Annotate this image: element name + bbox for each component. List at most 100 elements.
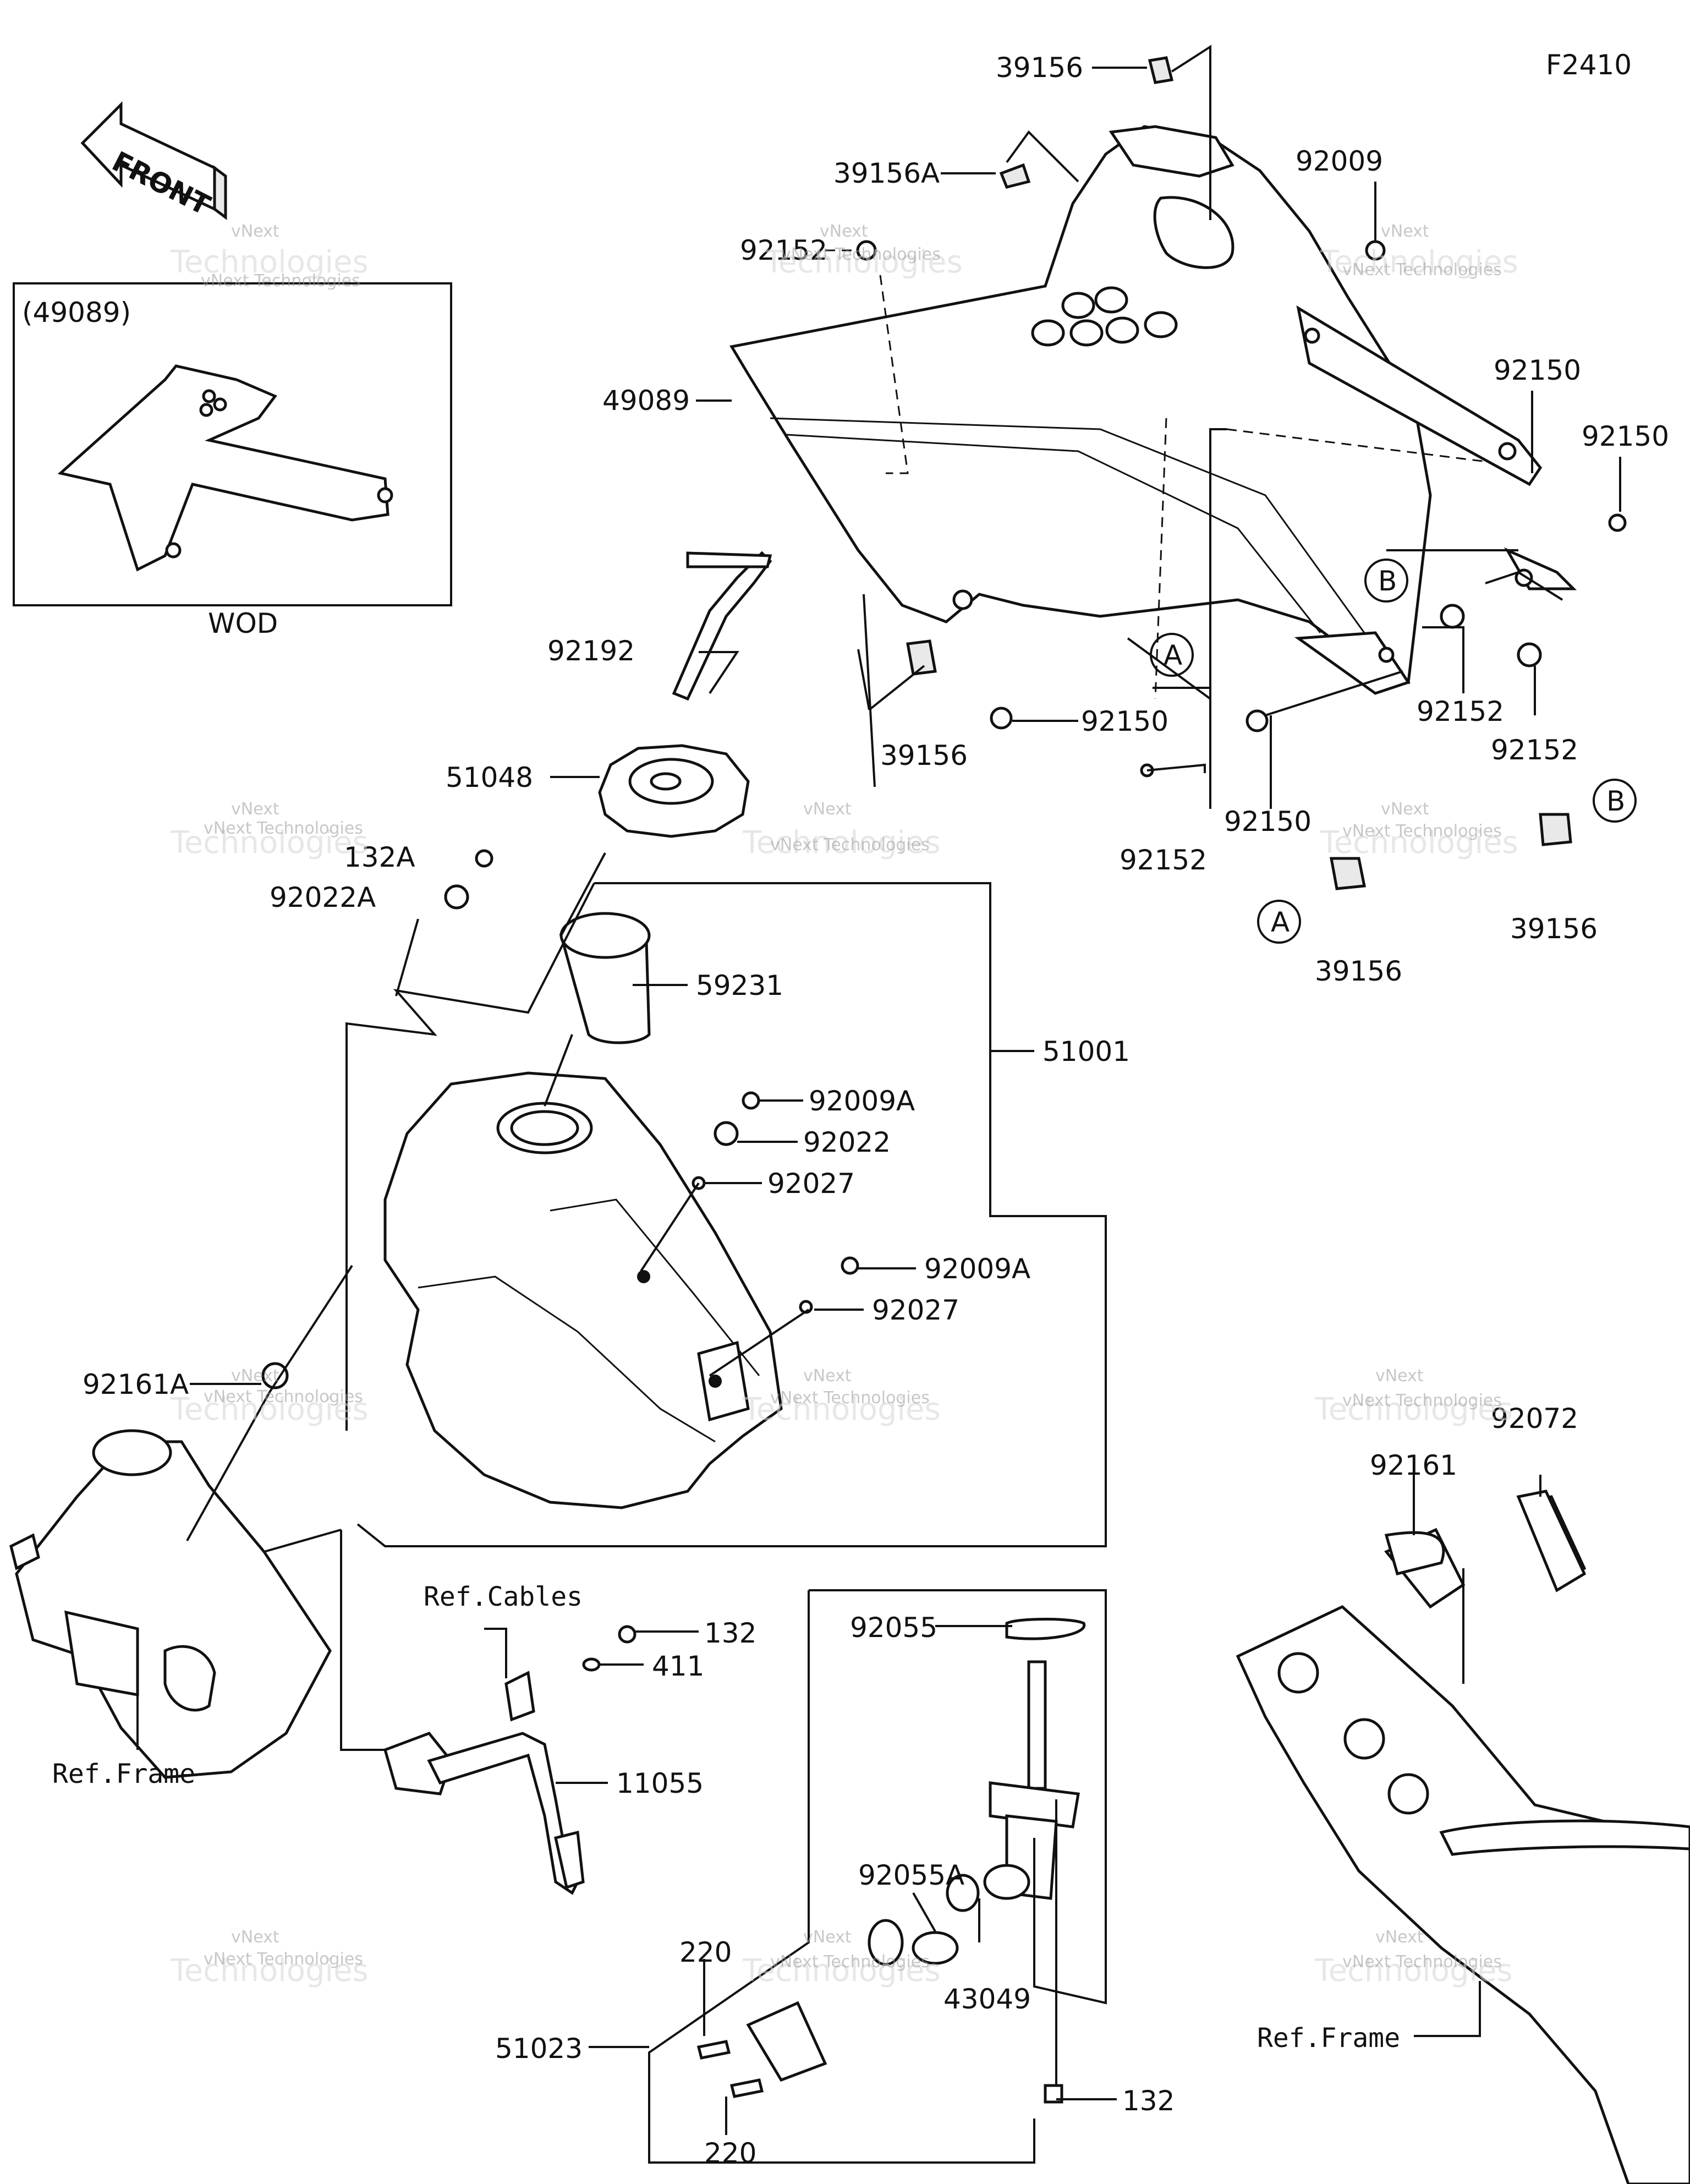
fuel-cap-drawing [598, 744, 750, 838]
svg-text:vNext Technologies: vNext Technologies [201, 271, 360, 291]
leader-lines [136, 45, 1621, 2164]
fuel-tank-drawing [383, 1071, 783, 1509]
label-92022: 92022 [803, 1126, 891, 1158]
label-92027-a: 92027 [767, 1168, 855, 1200]
svg-text:Technologies: Technologies [742, 825, 941, 861]
inset-title: (49089) [22, 297, 131, 329]
label-ref-frame-left: Ref.Frame [52, 1759, 195, 1789]
svg-text:vNext: vNext [231, 800, 279, 819]
filter-drawing [559, 912, 651, 1044]
svg-text:vNext Technologies: vNext Technologies [1342, 1952, 1502, 1972]
label-92152-c: 92152 [1417, 696, 1504, 727]
label-411: 411 [652, 1650, 704, 1682]
svg-text:Technologies: Technologies [1314, 1392, 1513, 1427]
svg-text:vNext Technologies: vNext Technologies [204, 1387, 363, 1406]
svg-text:vNext: vNext [231, 1928, 279, 1947]
callout-b-upper: B [1364, 559, 1408, 603]
svg-text:vNext: vNext [1375, 1366, 1424, 1386]
bracket-drawing [383, 1671, 585, 1895]
svg-text:Technologies: Technologies [764, 244, 963, 280]
svg-text:vNext Technologies: vNext Technologies [770, 1388, 930, 1408]
label-ref-cables: Ref.Cables [424, 1581, 583, 1612]
svg-text:vNext: vNext [1381, 800, 1429, 819]
svg-text:A: A [1164, 639, 1182, 671]
svg-text:vNext: vNext [820, 222, 868, 241]
label-51001: 51001 [1042, 1036, 1130, 1068]
label-49089: 49089 [602, 385, 690, 417]
label-92161A: 92161A [83, 1369, 189, 1400]
svg-text:vNext: vNext [803, 800, 852, 819]
svg-text:Technologies: Technologies [1320, 825, 1518, 861]
part-labels: 39156 39156A 92152 92009 49089 92150 921… [83, 52, 1669, 2169]
side-cover-drawing [729, 125, 1577, 695]
label-92150-d: 92150 [1224, 806, 1312, 838]
label-220-b: 220 [704, 2137, 756, 2169]
svg-text:Technologies: Technologies [170, 1953, 369, 1989]
svg-text:vNext Technologies: vNext Technologies [770, 1952, 930, 1972]
svg-text:Technologies: Technologies [742, 1953, 941, 1989]
label-39156-mid: 39156 [880, 740, 968, 771]
label-39156-top: 39156 [996, 52, 1083, 84]
svg-text:vNext Technologies: vNext Technologies [770, 835, 930, 855]
label-51023: 51023 [495, 2033, 583, 2065]
svg-text:vNext: vNext [1375, 1928, 1424, 1947]
svg-text:Technologies: Technologies [170, 825, 369, 861]
label-92152-a: 92152 [740, 234, 827, 266]
svg-text:A: A [1271, 906, 1290, 938]
label-92150-c: 92150 [1081, 705, 1168, 737]
inset-caption: WOD [208, 607, 278, 639]
callout-a-lower: A [1257, 900, 1301, 944]
label-59231: 59231 [696, 970, 783, 1001]
label-51048: 51048 [446, 762, 533, 793]
svg-text:vNext: vNext [803, 1366, 852, 1386]
label-92055A: 92055A [858, 1859, 964, 1891]
svg-text:vNext: vNext [231, 1366, 279, 1386]
label-92022A: 92022A [270, 882, 376, 913]
callout-b-lower: B [1593, 779, 1637, 823]
label-92009A-a: 92009A [809, 1085, 915, 1117]
svg-text:vNext Technologies: vNext Technologies [204, 819, 363, 838]
watermarks: Technologies vNext vNext Technologies Te… [170, 222, 1518, 1989]
svg-text:vNext: vNext [231, 222, 279, 241]
svg-text:vNext: vNext [803, 1928, 852, 1947]
svg-text:vNext Technologies: vNext Technologies [1342, 260, 1502, 280]
label-132-a: 132 [704, 1617, 756, 1649]
label-220-a: 220 [679, 1936, 732, 1968]
svg-text:Technologies: Technologies [742, 1392, 941, 1427]
svg-text:Technologies: Technologies [1314, 1953, 1513, 1989]
label-92150-b: 92150 [1582, 420, 1669, 452]
svg-text:vNext Technologies: vNext Technologies [1342, 822, 1502, 841]
svg-text:vNext: vNext [1381, 222, 1429, 241]
svg-text:vNext Technologies: vNext Technologies [781, 245, 941, 264]
callout-a-upper: A [1150, 633, 1194, 677]
label-39156-b: 39156 [1510, 913, 1598, 945]
label-92192: 92192 [547, 635, 635, 667]
svg-text:B: B [1378, 565, 1397, 597]
svg-text:vNext Technologies: vNext Technologies [204, 1950, 363, 1969]
label-39156-a: 39156 [1315, 955, 1402, 987]
fuel-cock-drawing [696, 1618, 1086, 2104]
label-92161: 92161 [1370, 1449, 1457, 1481]
label-92150-a: 92150 [1494, 354, 1581, 386]
label-92009: 92009 [1296, 145, 1383, 177]
label-92152-d: 92152 [1491, 734, 1578, 766]
label-92055: 92055 [850, 1612, 937, 1644]
label-ref-frame-right: Ref.Frame [1257, 2023, 1400, 2054]
inset-variant: (49089) WOD [13, 282, 452, 639]
label-132-b: 132 [1122, 2085, 1175, 2117]
label-92072: 92072 [1491, 1403, 1578, 1435]
label-43049: 43049 [943, 1983, 1031, 2015]
front-arrow-icon: FRONT [80, 101, 227, 221]
svg-text:Technologies: Technologies [1320, 244, 1518, 280]
hose-drawing [672, 551, 772, 701]
svg-text:Technologies: Technologies [170, 1392, 369, 1427]
frame-left-drawing [9, 1429, 332, 1779]
label-132A: 132A [344, 841, 415, 873]
label-39156A: 39156A [833, 157, 940, 189]
label-92009A-b: 92009A [924, 1253, 1030, 1285]
figure-code: F2410 [1546, 49, 1632, 81]
label-11055: 11055 [616, 1767, 704, 1799]
label-92027-b: 92027 [872, 1294, 959, 1326]
